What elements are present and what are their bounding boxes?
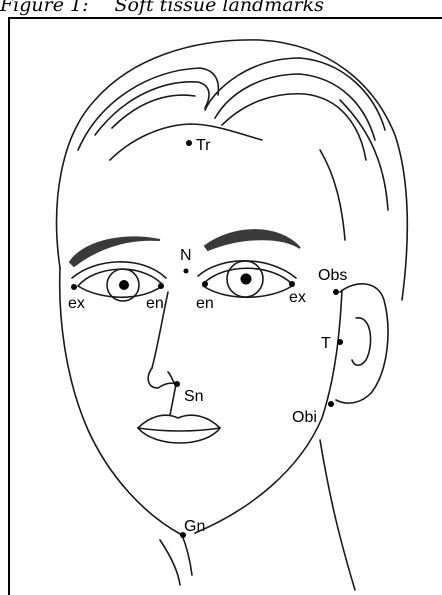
ear-inner	[352, 318, 371, 365]
ear	[336, 284, 388, 403]
landmark-ex-right-label: ex	[68, 295, 85, 312]
landmark-ex-left-point	[289, 281, 295, 287]
hair-strand	[112, 95, 195, 128]
hair-strand	[320, 150, 345, 240]
face-outline-right	[195, 290, 342, 533]
landmark-n-label: N	[180, 247, 192, 264]
landmark-ex-right-point	[71, 284, 77, 290]
pupil-right	[119, 280, 129, 290]
landmark-n-point	[184, 269, 189, 274]
eye-left-lower	[203, 286, 292, 297]
neck	[160, 540, 180, 585]
landmark-tr-label: Tr	[196, 137, 211, 154]
landmark-en-left-point	[202, 281, 208, 287]
landmark-obi-point	[328, 401, 334, 407]
landmark-en-right-label: en	[146, 295, 164, 312]
landmark-ex-left-label: ex	[289, 289, 306, 306]
landmark-t-label: T	[321, 335, 331, 352]
landmark-t-point	[337, 339, 343, 345]
philtrum	[170, 384, 176, 415]
landmark-en-left-label: en	[196, 295, 214, 312]
landmark-sn-point	[174, 381, 180, 387]
eyebrow-left	[205, 230, 300, 250]
landmark-gn-label: Gn	[184, 518, 205, 535]
hair-strand	[215, 74, 375, 140]
landmark-obi-label: Obi	[292, 409, 317, 426]
landmark-sn-label: Sn	[184, 388, 204, 405]
landmark-tr-point	[186, 140, 192, 146]
hairline	[110, 124, 262, 160]
landmark-en-right-point	[158, 283, 164, 289]
landmark-obs-label: Obs	[318, 267, 347, 284]
chin	[182, 535, 192, 575]
pupil-left	[241, 274, 252, 285]
upper-lip	[138, 415, 220, 428]
neck-right	[320, 440, 355, 590]
landmark-obs-point	[333, 289, 339, 295]
lip-line	[138, 428, 220, 431]
